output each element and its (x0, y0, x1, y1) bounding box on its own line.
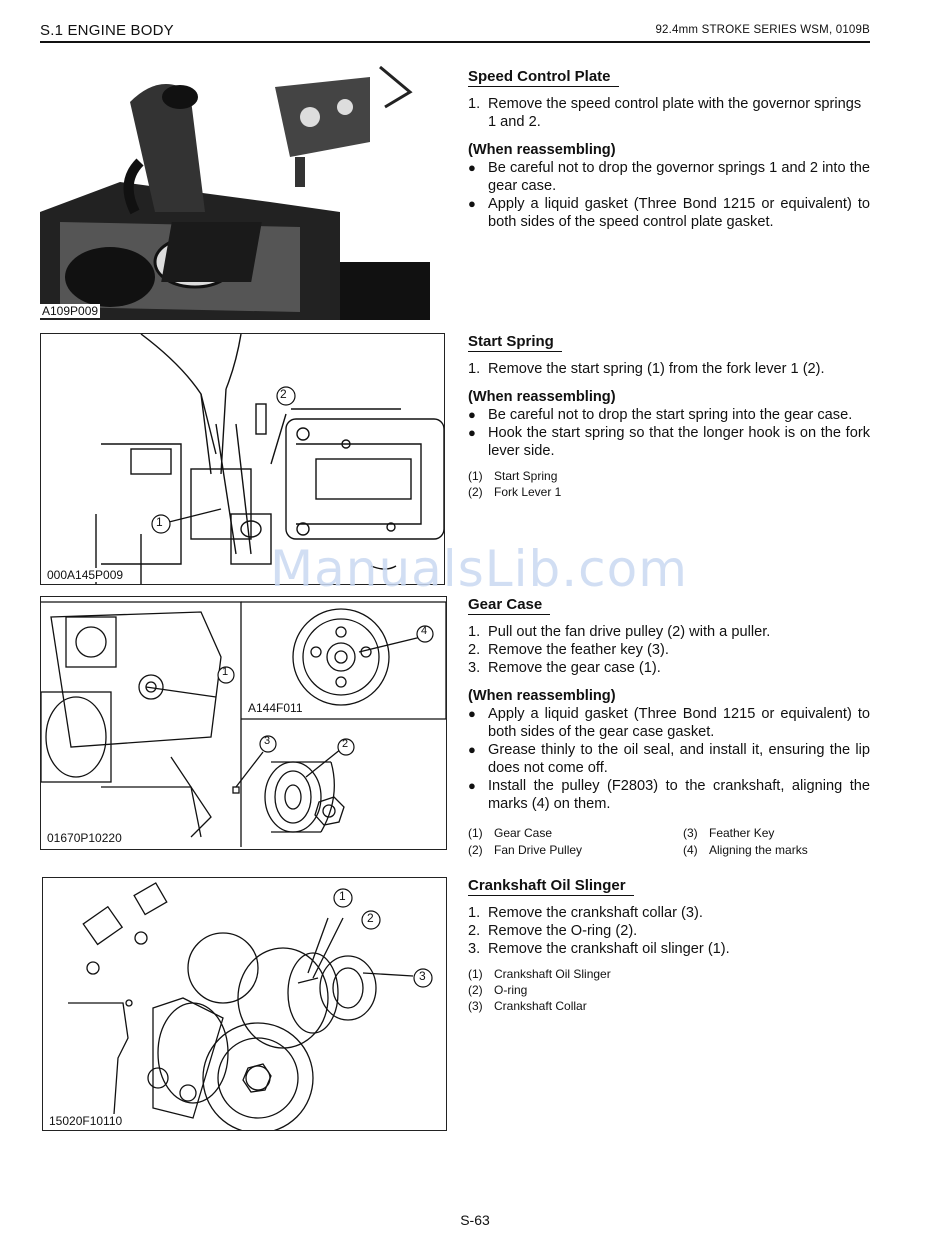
bullet-item: ●Be careful not to drop the start spring… (468, 407, 853, 423)
section-header: S.1 ENGINE BODY (40, 22, 174, 39)
step-item: 1.Remove the start spring (1) from the f… (468, 361, 825, 377)
callout-4: 4 (421, 625, 428, 637)
figure-label: A109P009 (40, 304, 101, 318)
callout-1: 1 (156, 515, 163, 529)
figure-oil-slinger: 1 2 3 15020F10110 (42, 877, 447, 1131)
callout-2: 2 (280, 387, 287, 401)
callout-3: 3 (264, 735, 271, 747)
section-title: Gear Case (468, 596, 551, 615)
bullet-item: ●Install the pulley (F2803) to the crank… (468, 778, 870, 812)
series-header: 92.4mm STROKE SERIES WSM, 0109B (655, 24, 870, 36)
bullet-item: ●Apply a liquid gasket (Three Bond 1215 … (468, 196, 870, 230)
reassembly-heading: (When reassembling) (468, 389, 616, 405)
figure-label: 000A145P009 (45, 568, 126, 582)
callout-3: 3 (419, 969, 426, 983)
step-item: 2.Remove the O-ring (2). (468, 923, 638, 939)
section-oil-slinger: Crankshaft Oil Slinger 1.Remove the cran… (468, 877, 870, 1014)
step-item: 1.Remove the crankshaft collar (3). (468, 905, 703, 921)
section-start-spring: Start Spring 1.Remove the start spring (… (468, 333, 870, 500)
step-item: 2.Remove the feather key (3). (468, 642, 669, 658)
callout-2: 2 (342, 738, 349, 750)
section-title: Speed Control Plate (468, 68, 619, 87)
page-number: S-63 (460, 1212, 490, 1228)
figure-start-spring: 2 1 000A145P009 (40, 333, 445, 585)
reassembly-heading: (When reassembling) (468, 142, 616, 158)
section-gear-case: Gear Case 1.Pull out the fan drive pulle… (468, 596, 870, 859)
step-item: 1.Pull out the fan drive pulley (2) with… (468, 624, 771, 640)
watermark: ManualsLib.com (270, 540, 688, 598)
step-item: 3.Remove the gear case (1). (468, 660, 661, 676)
inset-label: A144F011 (246, 701, 305, 715)
figure-gear-case: 1 4 3 2 A144F011 01670P10220 (40, 596, 447, 850)
step-item: 1.Remove the speed control plate with th… (468, 96, 862, 130)
bullet-item: ●Apply a liquid gasket (Three Bond 1215 … (468, 706, 870, 740)
section-title: Crankshaft Oil Slinger (468, 877, 634, 896)
step-item: 3.Remove the crankshaft oil slinger (1). (468, 941, 730, 957)
legend: (1)Gear Case (3)Feather Key (2)Fan Drive… (468, 826, 808, 857)
bullet-item: ●Hook the start spring so that the longe… (468, 425, 870, 459)
reassembly-heading: (When reassembling) (468, 688, 616, 704)
figure-label: 01670P10220 (45, 831, 124, 845)
legend: (1)Crankshaft Oil Slinger (2)O-ring (3)C… (468, 967, 611, 1013)
figure-label: 15020F10110 (47, 1114, 125, 1128)
header-rule (40, 41, 870, 43)
callout-1: 1 (339, 889, 346, 903)
figure-speed-control-plate: A109P009 (40, 62, 445, 320)
bullet-item: ●Grease thinly to the oil seal, and inst… (468, 742, 870, 776)
bullet-item: ●Be careful not to drop the governor spr… (468, 160, 870, 194)
legend: (1)Start Spring (2)Fork Lever 1 (468, 469, 562, 499)
callout-2: 2 (367, 911, 374, 925)
section-speed-control-plate: Speed Control Plate 1.Remove the speed c… (468, 68, 870, 231)
section-title: Start Spring (468, 333, 562, 352)
callout-1: 1 (222, 666, 229, 678)
